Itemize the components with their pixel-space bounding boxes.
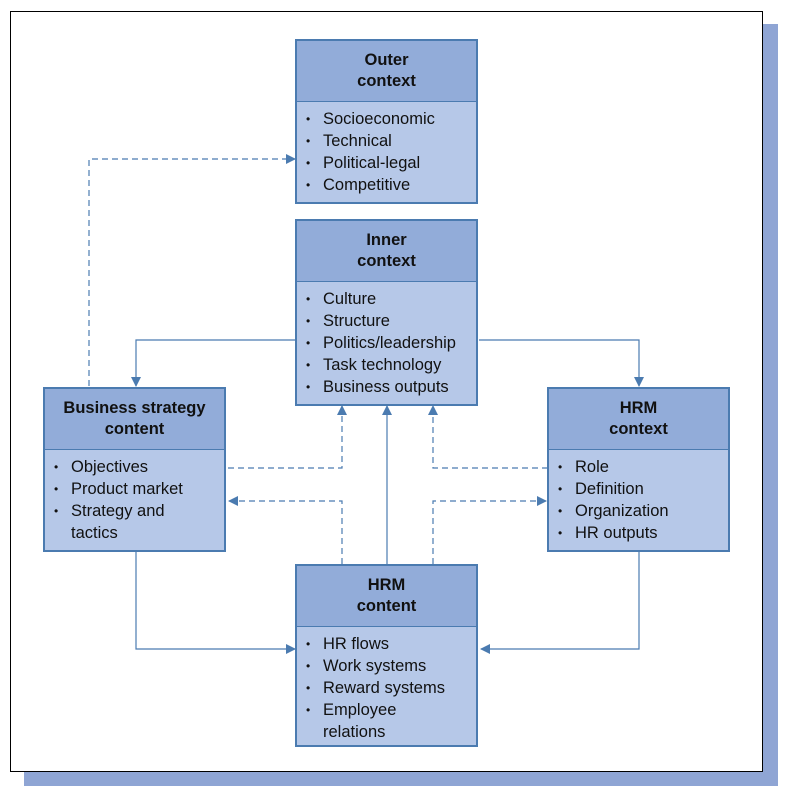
list-item: Employee bbox=[306, 699, 476, 721]
business-strategy-title-line-2: content bbox=[104, 420, 165, 438]
outer-context-title-line-1: Outer bbox=[364, 51, 409, 69]
list-item: Culture bbox=[306, 288, 476, 310]
list-item: Objectives bbox=[54, 456, 224, 478]
hrm-content-list: HR flows Work systems Reward systems Emp… bbox=[297, 627, 476, 749]
outer-context-box: Outer context Socioeconomic Technical Po… bbox=[295, 39, 478, 204]
list-item: tactics bbox=[71, 524, 118, 542]
connector-inner-to-hrm-context bbox=[479, 339, 644, 387]
connector-hrm-content-to-business bbox=[228, 496, 343, 564]
business-strategy-title-line-1: Business strategy bbox=[63, 399, 206, 417]
hrm-context-title: HRM context bbox=[549, 389, 728, 450]
list-item: Definition bbox=[558, 478, 728, 500]
outer-context-title-line-2: context bbox=[357, 72, 416, 90]
inner-context-title-line-1: Inner bbox=[366, 231, 407, 249]
business-strategy-box: Business strategy content Objectives Pro… bbox=[43, 387, 226, 552]
connector-business-to-inner bbox=[228, 405, 347, 469]
list-item: Task technology bbox=[306, 354, 476, 376]
list-item: Business outputs bbox=[306, 376, 476, 398]
connector-business-to-outer bbox=[88, 154, 296, 386]
outer-context-title: Outer context bbox=[297, 41, 476, 102]
list-item: Socioeconomic bbox=[306, 108, 476, 130]
list-item: relations bbox=[323, 723, 386, 741]
list-item: Political-legal bbox=[306, 152, 476, 174]
outer-context-list: Socioeconomic Technical Political-legal … bbox=[297, 102, 476, 202]
hrm-context-title-line-1: HRM bbox=[619, 399, 658, 417]
list-item: Product market bbox=[54, 478, 224, 500]
list-item: Structure bbox=[306, 310, 476, 332]
hrm-content-title-line-1: HRM bbox=[367, 576, 406, 594]
list-item: Technical bbox=[306, 130, 476, 152]
list-item: Reward systems bbox=[306, 677, 476, 699]
hrm-context-box: HRM context Role Definition Organization… bbox=[547, 387, 730, 552]
list-item: Work systems bbox=[306, 655, 476, 677]
list-item: HR flows bbox=[306, 633, 476, 655]
inner-context-title-line-2: context bbox=[357, 252, 416, 270]
connector-hrm-context-to-inner bbox=[428, 405, 548, 469]
connector-hrm-content-to-hrm-context bbox=[432, 496, 547, 564]
hrm-content-box: HRM content HR flows Work systems Reward… bbox=[295, 564, 478, 747]
hrm-content-title: HRM content bbox=[297, 566, 476, 627]
list-item: Organization bbox=[558, 500, 728, 522]
list-item: Strategy and bbox=[54, 500, 224, 522]
hrm-content-title-line-2: content bbox=[356, 597, 417, 615]
connector-hrm-context-to-hrm-content bbox=[480, 551, 640, 654]
hrm-context-list: Role Definition Organization HR outputs bbox=[549, 450, 728, 550]
inner-context-list: Culture Structure Politics/leadership Ta… bbox=[297, 282, 476, 404]
inner-context-title: Inner context bbox=[297, 221, 476, 282]
connector-business-to-hrm-content bbox=[135, 551, 296, 654]
hrm-context-title-line-2: context bbox=[609, 420, 668, 438]
connector-inner-to-business bbox=[131, 339, 296, 387]
list-item: Politics/leadership bbox=[306, 332, 476, 354]
list-item: Role bbox=[558, 456, 728, 478]
inner-context-box: Inner context Culture Structure Politics… bbox=[295, 219, 478, 406]
business-strategy-list: Objectives Product market Strategy and t… bbox=[45, 450, 224, 550]
business-strategy-title: Business strategy content bbox=[45, 389, 224, 450]
list-item: Competitive bbox=[306, 174, 476, 196]
list-item: HR outputs bbox=[558, 522, 728, 544]
